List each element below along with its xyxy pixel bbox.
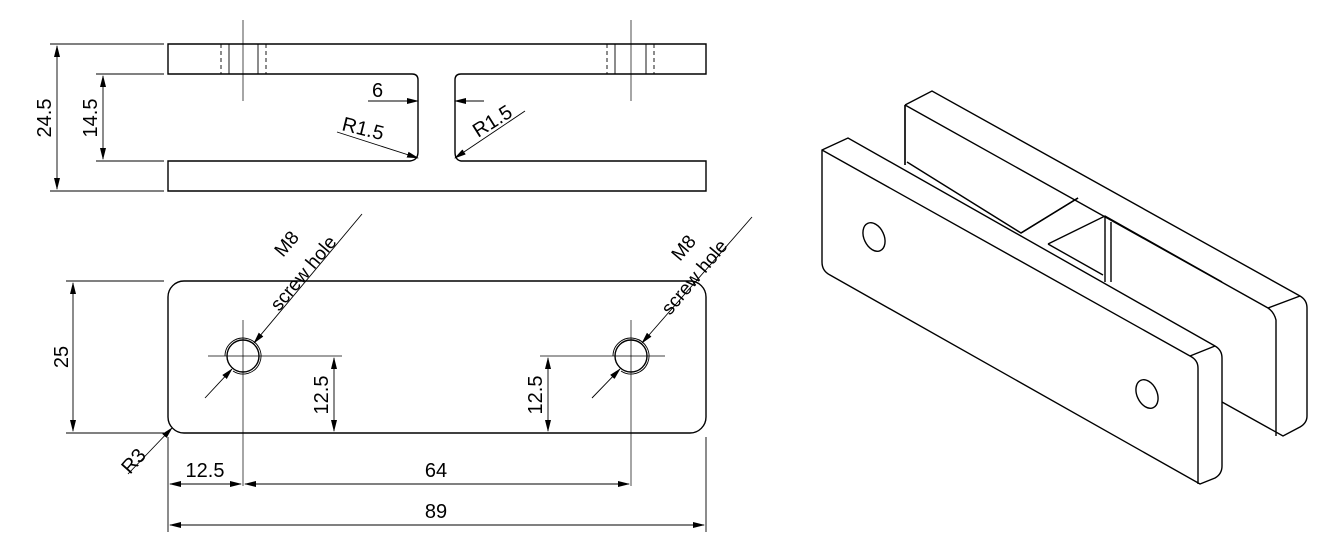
iso-web [906,161,1223,283]
dim-label-14-5: 14.5 [80,99,102,138]
dim-label-6: 6 [372,80,383,102]
top-view-outline [167,280,707,434]
dim-label-25: 25 [51,346,73,368]
iso-front-plate [821,137,1223,485]
dim-label-64: 64 [425,460,447,482]
dim-label-89: 89 [425,501,447,523]
leader-r1-5-left [336,131,419,159]
dim-label-24-5: 24.5 [34,99,56,138]
iso-hole-left [862,222,886,252]
dim-label-12-5-horizontal: 12.5 [186,460,225,482]
hole-left [208,320,342,486]
front-view-outline [167,43,707,192]
hidden-hole-right [606,44,655,74]
iso-hole-right [1135,379,1159,409]
dim-label-12-5-left-vertical: 12.5 [311,376,333,415]
iso-back-plate [904,90,1308,437]
leader-hole-left [253,213,363,344]
dim-label-r3: R3 [117,445,150,479]
hole-left-size-label: M8 [271,227,304,261]
dim-label-r1-5-right: R1.5 [469,101,516,142]
hidden-hole-left [220,44,267,74]
leader-r3 [127,427,173,475]
dim-label-12-5-right-vertical: 12.5 [525,376,547,415]
dim-label-r1-5-left: R1.5 [340,114,386,146]
front-view: 24.5 14.5 6 R1.5 R1.5 [34,20,707,192]
hole-right [540,320,665,486]
top-view: M8 screw hole M8 screw hole 25 12.5 12.5… [51,213,753,532]
leader-r1-5-right [454,110,526,159]
leader-hole-right [641,216,753,344]
isometric-view [821,90,1308,485]
